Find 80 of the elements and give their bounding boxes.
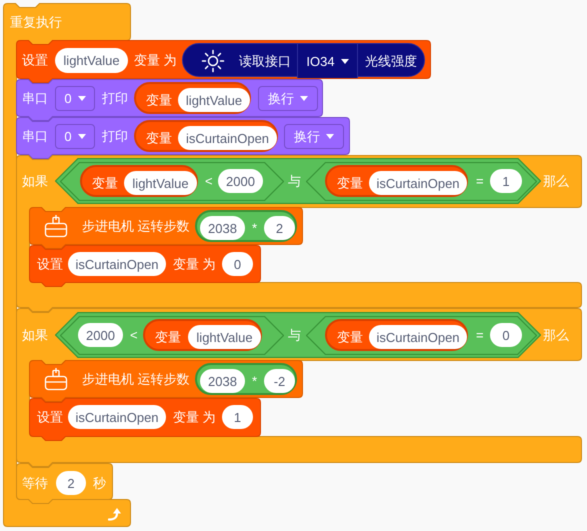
operator-text: < <box>130 328 138 342</box>
variable-reporter <box>134 120 278 152</box>
if-block <box>16 308 582 467</box>
input-field: isCurtainOpen <box>369 325 467 349</box>
input-field: -2 <box>264 369 295 393</box>
dropdown: 0 <box>55 86 95 111</box>
operator-text: = <box>476 328 484 342</box>
if-block <box>16 155 582 312</box>
variable-reporter <box>325 165 468 197</box>
block-text: 步进电机 运转步数 <box>82 220 190 232</box>
input-field: isCurtainOpen <box>68 252 166 276</box>
variable-reporter <box>80 165 198 197</box>
input-field: isCurtainOpen <box>178 126 277 150</box>
input-field: isCurtainOpen <box>369 171 467 195</box>
input-field: lightValue <box>124 171 197 195</box>
condition-hexagon <box>55 158 541 204</box>
block-text: 打印 <box>102 92 128 104</box>
input-field: lightValue <box>55 48 128 73</box>
condition-hexagon <box>306 162 537 201</box>
block-text: 变量 为 <box>173 258 216 270</box>
block-text: 设置 <box>37 258 63 270</box>
input-field: 2000 <box>78 323 123 347</box>
block-text: 等待 <box>22 476 48 490</box>
dropdown: 0 <box>55 124 95 149</box>
condition-hexagon <box>306 316 537 355</box>
stepper-motor-block <box>29 360 303 402</box>
block-text: 变量 <box>146 132 172 144</box>
operator-text: * <box>252 374 258 388</box>
input-field: lightValue <box>188 325 261 349</box>
block-text: 重复执行 <box>10 16 62 28</box>
operator-text: * <box>252 222 258 234</box>
input-field: 2038 <box>200 216 245 240</box>
dropdown: 换行 <box>258 86 318 111</box>
block-text: 打印 <box>102 130 128 142</box>
set-variable-block <box>16 40 431 83</box>
variable-reporter <box>134 82 251 114</box>
input-field: isCurtainOpen <box>68 405 166 429</box>
block-text: 变量 <box>337 176 363 190</box>
block-text: 变量 <box>337 330 363 344</box>
multiply-reporter <box>195 363 297 395</box>
block-text: 变量 为 <box>173 410 216 424</box>
block-text: 步进电机 运转步数 <box>82 372 190 386</box>
block-text: 设置 <box>37 410 63 424</box>
variable-reporter <box>325 319 468 351</box>
multiply-reporter <box>195 210 297 242</box>
block-text: 串口 <box>22 130 48 142</box>
operator-text: 与 <box>288 328 301 342</box>
block-text: 变量 为 <box>134 54 177 66</box>
operator-text: = <box>476 174 484 188</box>
condition-hexagon <box>60 316 284 355</box>
block-text: 读取接口 <box>239 54 291 68</box>
serial-print-block <box>16 79 323 121</box>
input-field: lightValue <box>178 88 250 112</box>
variable-reporter <box>143 319 262 351</box>
block-text: 变量 <box>155 330 181 344</box>
block-text: 那么 <box>543 328 569 342</box>
block-text: 变量 <box>146 94 172 106</box>
block-text: 那么 <box>543 174 569 188</box>
wait-block <box>16 463 113 504</box>
condition-hexagon <box>55 312 541 358</box>
block-text: 串口 <box>22 92 48 104</box>
sensor-reporter <box>182 43 425 77</box>
dropdown: IO34 <box>297 44 358 78</box>
input-field: 2038 <box>200 369 245 393</box>
block-text: 如果 <box>22 328 48 342</box>
condition-hexagon <box>60 162 284 201</box>
block-text: 变量 <box>92 176 118 190</box>
block-text: 秒 <box>93 476 106 490</box>
dropdown: 换行 <box>284 124 344 149</box>
block-text: 光线强度 <box>365 54 417 68</box>
serial-print-block <box>16 117 350 159</box>
set-variable-block <box>29 398 261 441</box>
input-field: 2000 <box>218 169 263 193</box>
stepper-motor-block <box>29 207 303 249</box>
operator-text: < <box>205 174 213 188</box>
block-text: 如果 <box>22 174 48 188</box>
set-variable-block <box>29 245 261 287</box>
block-text: 设置 <box>22 54 48 66</box>
input-field: 2 <box>264 216 295 240</box>
operator-text: 与 <box>288 174 301 188</box>
